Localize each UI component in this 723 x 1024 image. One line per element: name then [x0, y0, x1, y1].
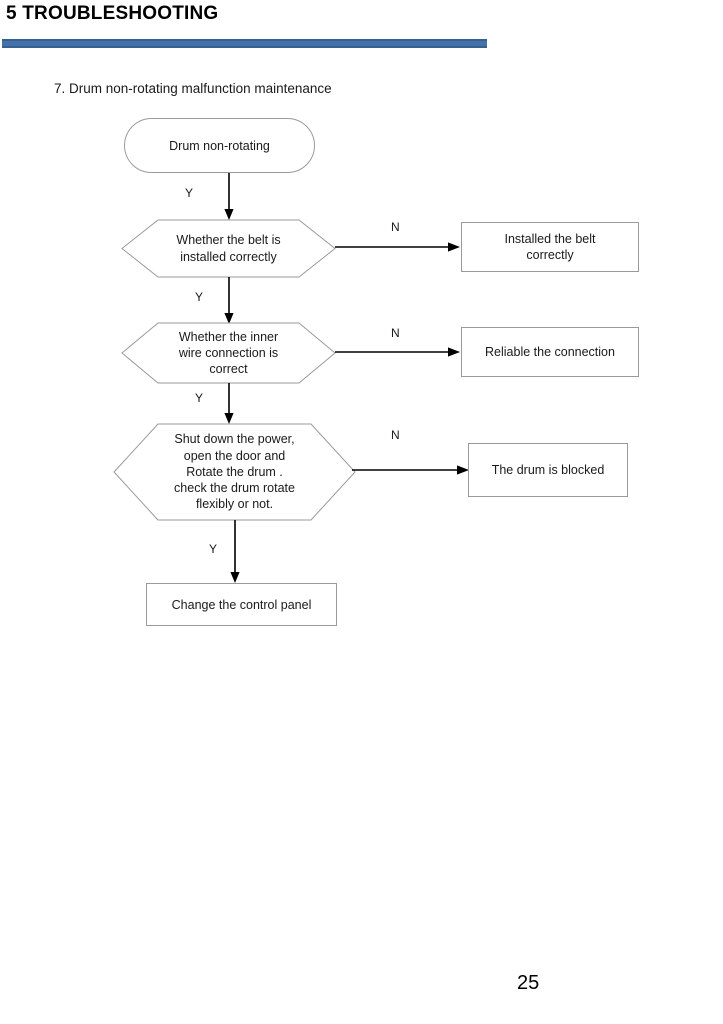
connector-decision-3-to-terminal [230, 520, 240, 583]
page-number: 25 [517, 972, 540, 994]
flow-node-outcome-1-label: Installed the belt correctly [504, 232, 596, 262]
flow-node-decision-1-label: Whether the belt is installed correctly [176, 233, 281, 264]
flow-node-outcome-2: Reliable the connection [461, 327, 639, 377]
connector-decision-2-to-decision-3 [224, 383, 234, 424]
edge-label-y-2: Y [195, 290, 204, 304]
edge-label-y-3: Y [195, 391, 204, 405]
edge-label-n-2: N [391, 326, 400, 340]
connector-start-to-decision-1 [224, 173, 234, 220]
flow-node-decision-1: Whether the belt is installed correctly [121, 219, 336, 278]
flow-node-terminal: Change the control panel [146, 583, 337, 626]
flow-node-outcome-2-label: Reliable the connection [485, 345, 615, 359]
flow-node-start-label: Drum non-rotating [169, 138, 270, 153]
flow-node-decision-2-label: Whether the inner wire connection is cor… [178, 329, 279, 377]
flow-node-decision-3: Shut down the power, open the door and R… [113, 423, 356, 521]
connector-decision-3-to-outcome-3 [352, 465, 469, 475]
heading-divider [2, 39, 487, 48]
flow-node-decision-3-label: Shut down the power, open the door and R… [174, 432, 295, 512]
connector-decision-1-to-outcome-1 [335, 242, 460, 252]
edge-label-y-4: Y [209, 542, 218, 556]
flow-node-outcome-3: The drum is blocked [468, 443, 628, 497]
flow-node-decision-2: Whether the inner wire connection is cor… [121, 322, 336, 384]
edge-label-n-3: N [391, 428, 400, 442]
connector-decision-1-to-decision-2 [224, 277, 234, 324]
connector-decision-2-to-outcome-2 [335, 347, 460, 357]
page-title: 5 TROUBLESHOOTING [6, 3, 219, 24]
edge-label-n-1: N [391, 220, 400, 234]
flow-node-outcome-3-label: The drum is blocked [491, 463, 605, 477]
flow-node-start: Drum non-rotating [124, 118, 315, 173]
edge-label-y-1: Y [185, 186, 194, 200]
section-subtitle: 7. Drum non-rotating malfunction mainten… [54, 81, 332, 96]
flow-node-outcome-1: Installed the belt correctly [461, 222, 639, 272]
flow-node-terminal-label: Change the control panel [171, 597, 312, 612]
